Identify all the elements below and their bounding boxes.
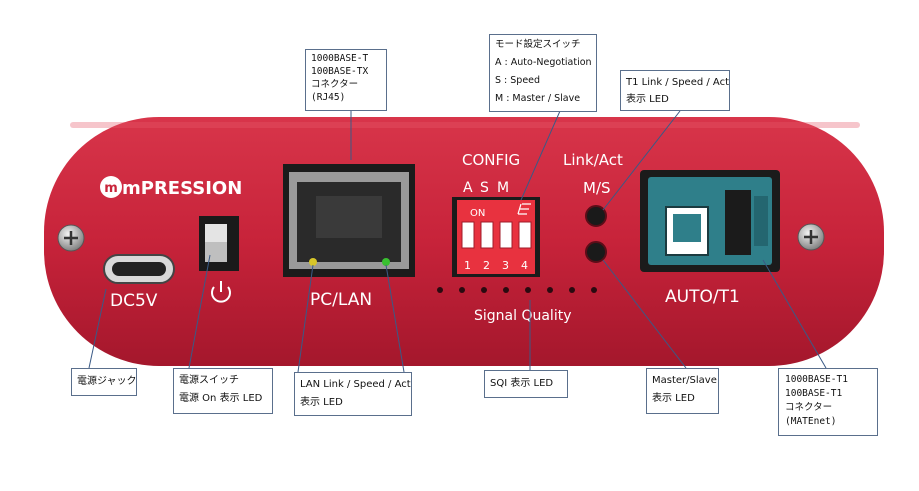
rj45-port: [283, 164, 415, 277]
callout-mode-switch: モード設定スイッチ A : Auto-Negotiation S : Speed…: [489, 34, 597, 112]
signal-quality-label: Signal Quality: [474, 308, 571, 324]
callout-power-switch: 電源スイッチ 電源 On 表示 LED: [173, 368, 273, 414]
callout-matenet-line-3: コネクター: [785, 402, 833, 413]
leader-lines: [88, 110, 827, 373]
callout-lan-led-line-2: 表示 LED: [300, 397, 343, 408]
config-letter-m: M: [497, 180, 509, 196]
callout-power-jack: 電源ジャック: [71, 368, 137, 396]
callout-master-slave-led: Master/Slave 表示 LED: [646, 368, 719, 414]
callout-power-switch-line-1: 電源スイッチ: [179, 375, 239, 386]
callout-ms-led-line-2: 表示 LED: [652, 393, 695, 404]
dip-on-label: ON: [470, 208, 485, 219]
dip-number-4: 4: [521, 259, 528, 272]
callout-mode-switch-line-2: A : Auto-Negotiation: [495, 57, 592, 68]
lan-green-led: [382, 258, 390, 266]
auto-t1-label: AUTO/T1: [665, 287, 740, 307]
callout-mode-switch-line-3: S : Speed: [495, 75, 541, 86]
ms-label: M/S: [583, 179, 611, 197]
callout-matenet-line-1: 1000BASE-T1: [785, 374, 848, 385]
dip-switch: [452, 197, 540, 277]
callout-rj45-line-1: 1000BASE-T: [311, 53, 369, 64]
callout-rj45-connector: 1000BASE-T 100BASE-TX コネクター (RJ45): [305, 49, 387, 111]
dc5v-label: DC5V: [110, 291, 158, 311]
right-screw-icon: [797, 223, 825, 251]
callout-ms-led-line-1: Master/Slave: [652, 375, 717, 386]
callout-sqi-led: SQI 表示 LED: [484, 370, 568, 398]
callout-matenet-line-4: (MATEnet): [785, 416, 837, 427]
dip-number-2: 2: [483, 259, 490, 272]
callout-t1-led-line-2: 表示 LED: [626, 94, 669, 105]
callout-matenet-line-2: 100BASE-T1: [785, 388, 843, 399]
power-switch: [199, 216, 239, 271]
dip-brand-mark-icon: [517, 203, 531, 215]
config-label: CONFIG: [462, 151, 520, 169]
callout-lan-led-line-1: LAN Link / Speed / Act: [300, 379, 411, 390]
pc-lan-label: PC/LAN: [310, 290, 372, 310]
callout-t1-led: T1 Link / Speed / Act 表示 LED: [620, 70, 730, 111]
callout-mode-switch-line-1: モード設定スイッチ: [495, 39, 581, 50]
config-letter-a: A: [463, 180, 473, 196]
sqi-led-row: [437, 287, 597, 293]
config-letter-s: S: [480, 180, 489, 196]
power-icon: [211, 281, 231, 303]
callout-power-switch-line-2: 電源 On 表示 LED: [179, 393, 263, 404]
callout-lan-led: LAN Link / Speed / Act 表示 LED: [294, 372, 412, 416]
matenet-port: [640, 170, 780, 272]
dip-number-1: 1: [464, 259, 471, 272]
callout-sqi-led-line-1: SQI 表示 LED: [490, 378, 554, 389]
callout-t1-led-line-1: T1 Link / Speed / Act: [626, 77, 730, 88]
dip-number-3: 3: [502, 259, 509, 272]
svg-text:m: m: [104, 181, 118, 196]
callout-rj45-line-4: (RJ45): [311, 92, 346, 103]
t1-link-led: [585, 205, 607, 227]
panel-highlight: [70, 122, 860, 128]
callout-power-jack-line-1: 電源ジャック: [77, 376, 137, 387]
link-act-label: Link/Act: [563, 151, 623, 169]
left-screw-icon: [57, 224, 85, 252]
callout-rj45-line-3: コネクター: [311, 79, 359, 90]
mpression-logo: m mPRESSION: [100, 176, 242, 199]
callout-mode-switch-line-4: M : Master / Slave: [495, 93, 581, 104]
lan-yellow-led: [309, 258, 317, 266]
usb-c-power-jack: [103, 254, 175, 284]
master-slave-led: [585, 241, 607, 263]
callout-matenet-connector: 1000BASE-T1 100BASE-T1 コネクター (MATEnet): [778, 368, 878, 436]
logo-text: mPRESSION: [122, 178, 242, 199]
callout-rj45-line-2: 100BASE-TX: [311, 66, 369, 77]
